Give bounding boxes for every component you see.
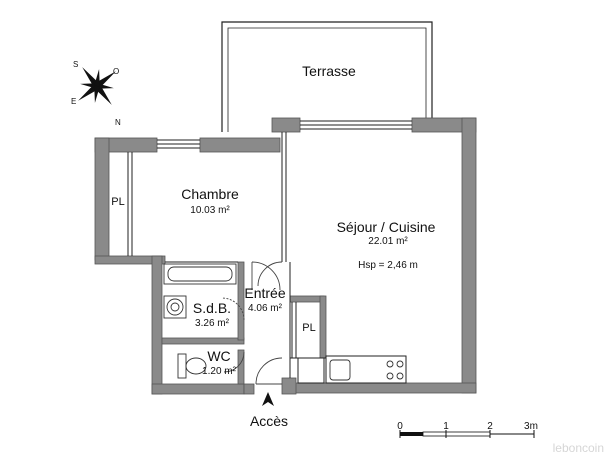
washbasin	[166, 298, 184, 316]
wall-wc-entree	[237, 349, 245, 385]
kitchen-sink	[329, 359, 351, 381]
room-entree-area: 4.06 m²	[248, 303, 283, 314]
room-sejour-height: Hsp = 2,46 m	[358, 260, 418, 271]
room-placard-entree-name: PL	[302, 322, 315, 334]
wall-top-left-2	[199, 137, 281, 153]
room-terrasse-name: Terrasse	[302, 63, 356, 79]
terrace	[221, 21, 433, 132]
scale-label-1: 1	[443, 421, 449, 432]
compass-rose-icon	[78, 67, 116, 105]
scale-label-3: 3m	[524, 421, 538, 432]
wall-bottom-entree	[243, 383, 255, 395]
terrace-outline	[221, 21, 433, 132]
wall-sdb-entree	[237, 261, 245, 341]
toilet-tank	[177, 353, 187, 379]
room-wc-name: WC	[207, 348, 230, 364]
room-chambre-name: Chambre	[181, 186, 239, 202]
hob-2	[396, 360, 404, 368]
wall-top-sejour-a	[271, 117, 301, 133]
entry-arrow-icon	[262, 392, 274, 406]
bathtub	[163, 263, 237, 285]
compass-label-o: O	[113, 67, 119, 76]
access-label: Accès	[250, 413, 288, 429]
wall-pl-right	[319, 295, 327, 359]
hob-3	[386, 372, 394, 380]
room-placard-chambre-name: PL	[111, 196, 124, 208]
scale-label-0: 0	[397, 421, 403, 432]
wall-left-chambre	[94, 137, 110, 261]
compass-label-n: N	[115, 118, 121, 127]
toilet-bowl	[185, 357, 207, 375]
compass-label-s: S	[73, 60, 78, 69]
room-chambre-area: 10.03 m²	[190, 205, 230, 216]
wall-sdb-wc	[161, 337, 245, 345]
room-entree-name: Entrée	[244, 285, 285, 301]
room-wc-area: 1.20 m²	[202, 366, 237, 377]
wall-chambre-bottom	[94, 255, 166, 265]
watermark: leboncoin	[553, 441, 604, 455]
fixtures	[163, 263, 404, 381]
wall-pl-entree	[289, 295, 325, 303]
hob-1	[386, 360, 394, 368]
wall-bottom-sejour	[291, 382, 477, 394]
scale-bar: 0 1 2 3m	[397, 421, 538, 438]
wall-entree-right-bottom	[281, 377, 297, 395]
terrace-inner-outline	[227, 27, 427, 132]
doors	[221, 261, 283, 385]
wall-bottom-wc	[151, 383, 245, 395]
compass-label-e: E	[71, 97, 76, 106]
wall-right-sejour	[461, 117, 477, 394]
room-sejour-area: 22.01 m²	[368, 236, 408, 247]
room-sdb-area: 3.26 m²	[195, 318, 230, 329]
scale-label-2: 2	[487, 421, 493, 432]
room-sejour-name: Séjour / Cuisine	[337, 219, 436, 235]
hob-4	[396, 372, 404, 380]
wall-left-sdb	[151, 255, 163, 395]
room-sdb-name: S.d.B.	[193, 300, 231, 316]
interior-lines	[127, 120, 412, 384]
